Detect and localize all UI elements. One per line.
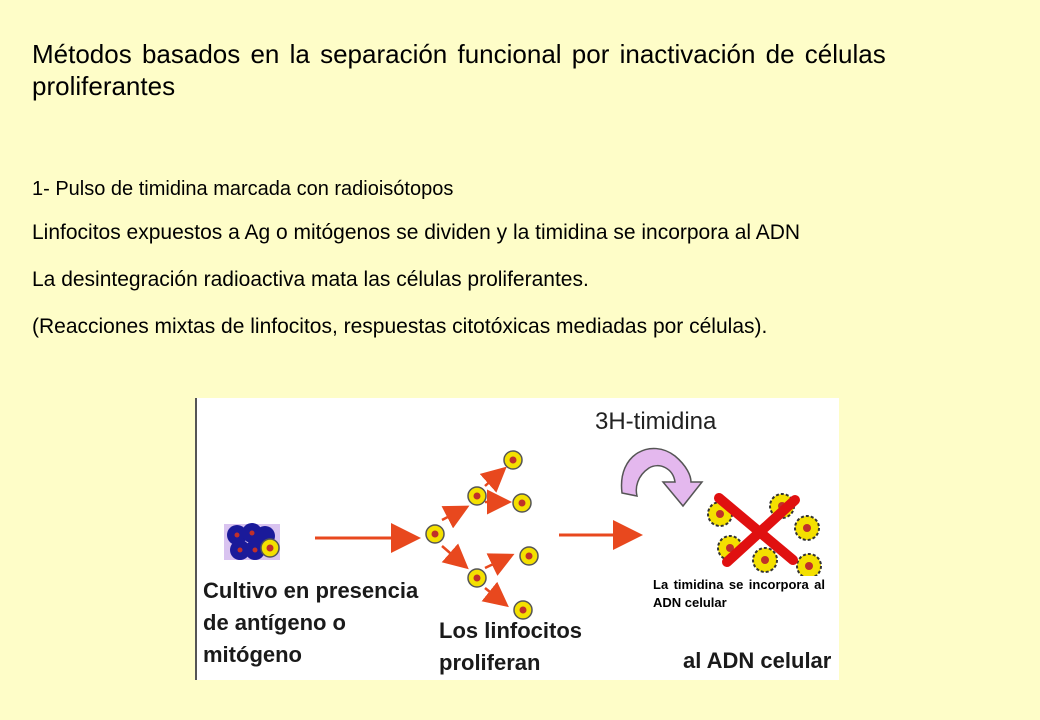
- reagent-label: 3H-timidina: [595, 408, 717, 435]
- bullet-1: 1- Pulso de timidina marcada con radiois…: [32, 178, 454, 200]
- underlying-label-fragment: al ADN celular: [683, 648, 832, 673]
- proliferating-cells: [425, 450, 539, 620]
- step1-label-line1: Cultivo en presencia: [203, 578, 419, 603]
- bullet-2: Linfocitos expuestos a Ag o mitógenos se…: [32, 221, 801, 244]
- bullet-list: 1- Pulso de timidina marcada con radiois…: [32, 174, 1032, 359]
- curved-arrow: [620, 447, 704, 508]
- bullet-3: La desintegración radioactiva mata las c…: [32, 268, 589, 291]
- branch-arrows: [441, 466, 515, 608]
- cell-culture-cluster: [224, 523, 280, 560]
- timidina-note: La timidina se incorpora al ADN celular: [653, 576, 825, 612]
- step2-label-line2: proliferan: [439, 650, 541, 675]
- bullet-4: (Reacciones mixtas de linfocitos, respue…: [32, 315, 768, 338]
- step1-label-line2: de antígeno o: [203, 610, 346, 635]
- step1-label-line3: mitógeno: [203, 642, 302, 667]
- step2-label-line1: Los linfocitos: [439, 618, 582, 643]
- cross-mark-icon: [714, 493, 800, 567]
- slide-title: Métodos basados en la separación funcion…: [32, 39, 886, 101]
- diagram-panel: 3H-timidina Cultivo en presencia de antí…: [195, 398, 839, 680]
- diagram-graphic: [224, 447, 822, 620]
